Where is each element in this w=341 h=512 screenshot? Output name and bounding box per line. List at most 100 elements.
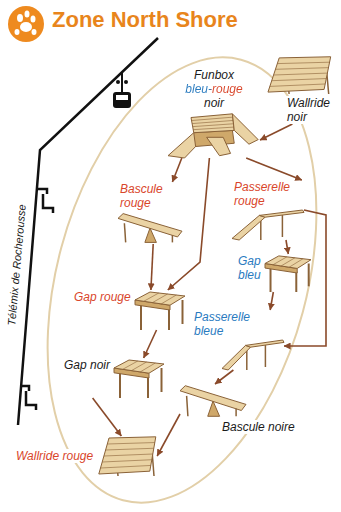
- wallride-drawing: [266, 56, 332, 94]
- flow-arrow: [270, 292, 273, 310]
- support-leg: [187, 396, 188, 416]
- support-leg: [307, 264, 309, 287]
- label-group: Passerelle bleue: [192, 310, 252, 338]
- feature-label: noir: [202, 96, 226, 110]
- support-leg: [235, 408, 237, 416]
- ramp-plank: [222, 345, 251, 370]
- label-group: Gap rouge: [72, 290, 133, 304]
- wallride-drawing: [97, 436, 157, 476]
- plank-line: [192, 120, 233, 123]
- box-deck: [191, 114, 234, 133]
- gondola-window: [116, 95, 128, 100]
- flow-arrow: [151, 244, 153, 290]
- funbox-feature: Funboxbleu-rougenoir: [168, 68, 260, 158]
- support-leg: [168, 308, 170, 330]
- flow-arrow: [144, 330, 157, 358]
- plank-line: [193, 127, 234, 130]
- chairlift-symbol: [21, 386, 36, 410]
- gap-feature: Gap rouge: [72, 290, 185, 330]
- icon-disc: [8, 6, 44, 42]
- zone-icon: [8, 6, 44, 42]
- bridge-feature: Passerelle rouge: [232, 180, 304, 240]
- passerelle-drawing: [232, 210, 304, 240]
- feature-label: Wallride noir: [285, 96, 332, 124]
- support-leg: [124, 223, 125, 242]
- plank-line: [102, 460, 152, 462]
- gap-drawing: [265, 254, 311, 292]
- flow-arrow: [168, 158, 210, 290]
- plank-line: [140, 363, 155, 372]
- support-leg: [161, 368, 163, 392]
- plank-line: [161, 295, 176, 304]
- gondola-cabin: [113, 92, 131, 108]
- gap-feature: Gap bleu: [236, 254, 311, 292]
- support-leg: [147, 376, 149, 398]
- gondola-symbol: [113, 72, 131, 108]
- flow-arrow: [172, 158, 181, 182]
- paw-print: [17, 14, 23, 22]
- zone-title: Zone North Shore: [52, 7, 238, 33]
- chair-icon: [21, 386, 36, 410]
- flow-arrow: [157, 414, 180, 456]
- support-leg: [282, 215, 284, 238]
- support-leg: [295, 271, 297, 292]
- feature-illustration: [168, 114, 258, 158]
- feature-illustration: [222, 340, 284, 370]
- feature-illustration: [118, 214, 182, 243]
- seesaw-plank: [118, 214, 182, 237]
- feature-illustration: [114, 360, 164, 398]
- passerelle-drawing: [222, 340, 284, 370]
- feature-label: Gap noir: [62, 358, 112, 372]
- gap-feature: Gap noir: [62, 358, 164, 398]
- feature-label: Passerelle bleue: [192, 310, 252, 338]
- label-group: Bascule noire: [220, 420, 297, 434]
- feature-illustration: [135, 292, 185, 330]
- plank-line: [192, 117, 233, 120]
- plank-line: [275, 68, 328, 70]
- plank-line: [106, 448, 154, 450]
- gondola-wheel: [124, 80, 128, 84]
- funbox-drawing: [168, 112, 260, 158]
- support-leg: [119, 372, 121, 398]
- zone-outline: [2, 27, 341, 512]
- table-top: [114, 360, 164, 373]
- label-group: Passerelle rouge: [232, 180, 292, 208]
- support-leg: [181, 300, 183, 324]
- feature-label: bleu-rouge: [183, 82, 244, 96]
- label-group: Wallride noir: [285, 96, 332, 124]
- plank-line: [274, 73, 328, 75]
- plank-line: [107, 443, 155, 444]
- bridge-plank: [259, 210, 304, 217]
- chairlift-symbol: [37, 189, 53, 213]
- plank-line: [272, 79, 327, 81]
- feature-label: Gap rouge: [72, 290, 133, 304]
- ramp-face: [268, 57, 331, 92]
- ramp-face: [99, 437, 156, 474]
- feature-label: Bascule rouge: [118, 182, 165, 210]
- paw-print: [15, 29, 20, 35]
- ramp-plank: [232, 215, 265, 240]
- flow-arrow: [246, 158, 302, 180]
- paw-print: [25, 11, 30, 18]
- feature-illustration: [180, 386, 246, 417]
- plank-line: [104, 454, 153, 456]
- feature-label: Passerelle rouge: [232, 180, 292, 208]
- plank-line: [277, 62, 329, 63]
- lift-name: Télémix de Rocherousse: [5, 204, 29, 326]
- chair-icon: [37, 189, 53, 213]
- feature-illustration: [99, 437, 156, 476]
- ramp-face: [207, 137, 231, 155]
- support-leg: [265, 345, 267, 368]
- seesaw-feature: Bascule rouge: [118, 182, 182, 244]
- bridge-plank: [246, 340, 284, 347]
- flow-arrow: [215, 370, 233, 384]
- gondola-wheel: [116, 80, 120, 84]
- label-group: Gap noir: [62, 358, 112, 372]
- gondola-hanger: [121, 72, 123, 92]
- table-top: [135, 292, 185, 305]
- label-group: Gap bleu: [236, 254, 263, 282]
- feature-label: Gap bleu: [236, 254, 263, 282]
- paw-print: [31, 16, 36, 23]
- bascule-drawing: [180, 384, 246, 418]
